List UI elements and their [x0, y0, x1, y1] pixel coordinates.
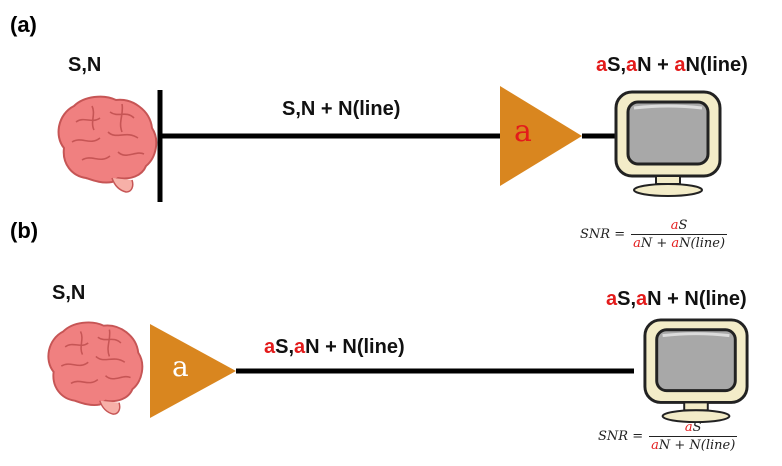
amplifier-icon	[150, 324, 236, 418]
panel-b-source-label: S,N	[52, 282, 86, 304]
panel-a-snr-numerator: aS	[669, 218, 690, 233]
panel-a-snr-lhs: SNR =	[580, 227, 626, 242]
panel-a-snr-num-part: a	[670, 218, 679, 233]
panel-b-line-part: N + N(line)	[305, 336, 405, 358]
panel-a-snr-den-part: N +	[640, 236, 672, 251]
panel-a-line-label: S,N + N(line)	[282, 98, 401, 120]
panel-a-output-part: a	[596, 54, 608, 76]
panel-b-line-label: aS,aN + N(line)	[264, 336, 405, 359]
panel-b-snr-lhs: SNR =	[598, 429, 644, 444]
amplifier-icon	[500, 86, 582, 186]
panel-b-output-part: N + N(line)	[647, 288, 747, 310]
panel-b-snr-num-part: S	[692, 420, 702, 435]
panel-b-snr-numerator: aS	[683, 420, 704, 435]
panel-a-snr-denominator: aN + aN(line)	[631, 236, 727, 251]
panel-a-output-part: S,	[607, 54, 627, 76]
panel-a-output-part: N(line)	[685, 54, 748, 76]
panel-a-snr-num-part: S	[678, 218, 688, 233]
panel-b-snr-num-part: a	[684, 420, 693, 435]
panel-b-line-part: S,	[275, 336, 295, 358]
panel-b-output-part: a	[636, 288, 648, 310]
panel-b-output-part: S,	[617, 288, 637, 310]
panel-a-source-label: S,N	[68, 54, 102, 76]
panel-b-line-part: a	[264, 336, 276, 358]
panel-b-snr-den-part: N + N(line)	[658, 438, 736, 453]
panel-a-amp-letter: a	[514, 114, 532, 149]
monitor-icon	[614, 90, 722, 197]
panel-b-line-part: a	[294, 336, 306, 358]
panel-b-amp-letter: a	[172, 350, 189, 383]
panel-a-snr-den-part: a	[633, 236, 641, 251]
monitor-icon	[643, 318, 749, 424]
panel-a-snr-fraction-bar	[631, 234, 728, 235]
panel-a-output-label: aS,aN + aN(line)	[596, 54, 748, 77]
panel-b-snr-denominator: aN + N(line)	[649, 438, 737, 453]
panel-b-snr-den-part: a	[651, 438, 659, 453]
panel-b-snr-fraction-bar	[649, 436, 738, 437]
brain-icon	[57, 95, 158, 193]
panel-b-output-part: a	[606, 288, 618, 310]
panel-a-output-part: a	[674, 54, 686, 76]
panel-a-snr-den-part: N(line)	[679, 236, 726, 251]
panel-a-snr-den-part: a	[671, 236, 680, 251]
panel-b-label: (b)	[10, 218, 39, 243]
panel-a-label: (a)	[10, 12, 37, 37]
panel-a-output-part: a	[626, 54, 638, 76]
panel-b-output-label: aS,aN + N(line)	[606, 288, 747, 311]
brain-icon	[47, 321, 144, 415]
panel-a-output-part: N +	[637, 54, 675, 76]
